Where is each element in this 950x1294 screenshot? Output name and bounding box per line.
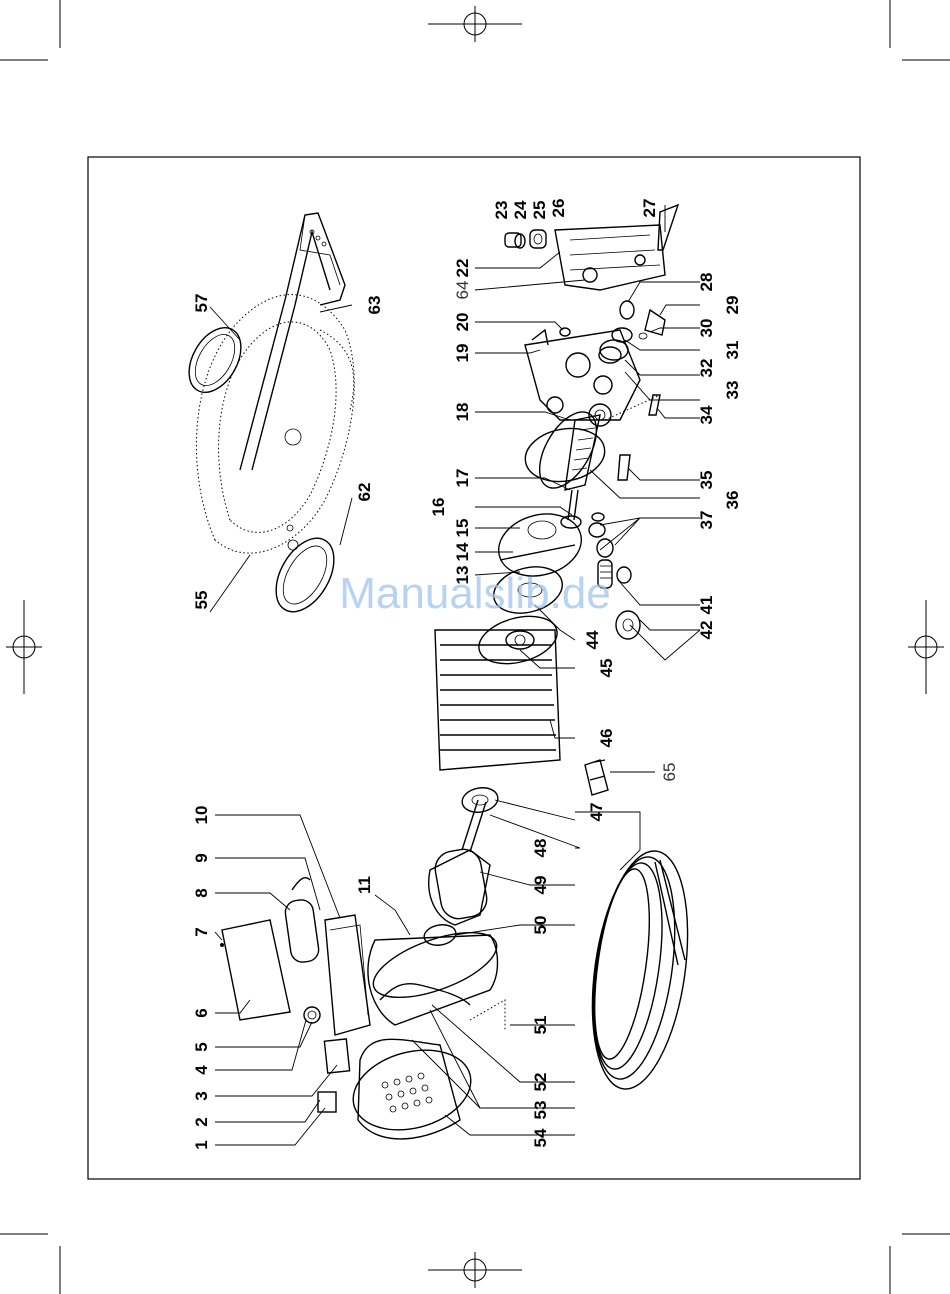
power-cable-coil [579,845,702,1095]
motor-end-shield [344,919,504,1142]
callout-42: 42 [697,621,716,640]
callout-33: 33 [723,381,742,400]
callout-48: 48 [531,839,550,858]
callout-19: 19 [453,344,472,363]
callout-26: 26 [549,199,568,218]
registration-mark-top [428,6,522,42]
callout-9: 9 [192,853,211,862]
callout-6: 6 [192,1008,211,1017]
watermark-text: Manualslib.de [339,569,611,618]
small-pump-parts [505,205,678,537]
push-handle [240,213,345,470]
hose-clip [585,760,608,795]
callout-24: 24 [511,200,530,219]
callout-8: 8 [192,888,211,897]
callout-29: 29 [723,296,742,315]
callout-16: 16 [429,498,448,517]
callout-57: 57 [192,294,211,313]
callout-20: 20 [453,313,472,332]
housing-shell [196,295,354,554]
callout-41: 41 [697,596,716,615]
pump-o-ring [528,403,608,498]
callout-25: 25 [530,201,549,220]
callout-49: 49 [531,876,550,895]
callout-46: 46 [597,729,616,748]
callout-7: 7 [192,927,211,936]
stator-housing [435,608,562,770]
rotor-assembly [423,785,500,948]
callout-35: 35 [697,471,716,490]
callout-3: 3 [192,1091,211,1100]
callout-45: 45 [597,659,616,678]
callout-18: 18 [453,403,472,422]
callout-10: 10 [192,806,211,825]
callout-14: 14 [453,542,472,561]
callout-53: 53 [531,1101,550,1120]
screw-axis [470,1000,505,1030]
electrical-parts [220,878,370,1112]
callout-1: 1 [192,1140,211,1149]
callout-31: 31 [723,341,742,360]
callout-23: 23 [492,201,511,220]
callout-64: 64 [453,281,472,300]
callout-5: 5 [192,1042,211,1051]
callout-54: 54 [531,1128,550,1147]
callout-63: 63 [365,296,384,315]
callout-22: 22 [453,259,472,278]
registration-mark-right [908,600,944,694]
fan-cover-grille [382,1073,432,1112]
registration-mark-bottom [428,1252,522,1288]
callout-51: 51 [531,1016,550,1035]
callout-30: 30 [697,319,716,338]
callout-44: 44 [583,630,602,649]
callout-62: 62 [355,483,374,502]
callout-17: 17 [453,469,472,488]
callout-34: 34 [697,405,716,424]
callout-15: 15 [453,519,472,538]
callout-11: 11 [355,876,374,894]
callout-2: 2 [192,1117,211,1126]
registration-mark-left [6,600,42,694]
valve-housing [555,225,665,290]
callout-36: 36 [723,491,742,510]
callout-55: 55 [192,591,211,610]
callout-28: 28 [697,273,716,292]
callout-32: 32 [697,359,716,378]
callout-50: 50 [531,916,550,935]
callout-27: 27 [640,199,659,218]
callout-47: 47 [587,803,606,822]
callout-4: 4 [192,1065,211,1075]
callout-65: 65 [660,763,679,782]
callout-52: 52 [531,1073,550,1092]
callout-37: 37 [697,511,716,530]
